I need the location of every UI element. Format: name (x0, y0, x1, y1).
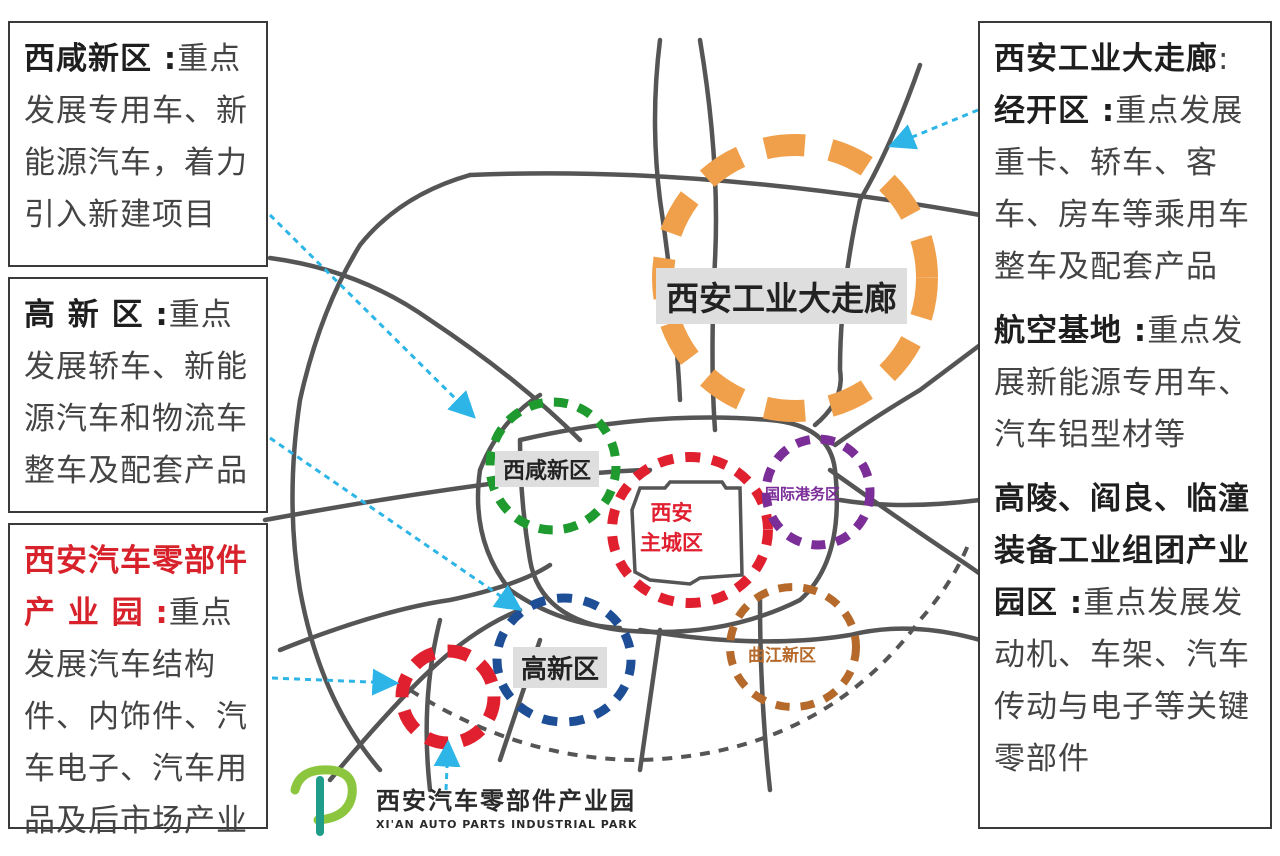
panel-parts-park: 西安汽车零部件产 业 园 :重点发展汽车结构件、内饰件、汽车电子、汽车用品及后市… (8, 523, 268, 839)
main-city-circle (607, 452, 773, 608)
gaoxin-circle (492, 593, 636, 727)
panel-corridor-title: 西安工业大走廊 (994, 41, 1218, 77)
panel-xixian-title: 西咸新区 : (24, 41, 178, 77)
logo-cn-text: 西安汽车零部件产业园 (376, 787, 636, 815)
qujiang-circle (726, 583, 860, 711)
panel-gaoling-title: 高陵、阎良、临潼装备工业组团产业园区 : (994, 481, 1250, 621)
arrow-to-corridor (888, 108, 979, 150)
panel-gaoxin-body: 重点发展轿车、新能源汽车和物流车整车及配套产品 (24, 297, 248, 489)
logo-icon (290, 765, 357, 836)
panel-aviation-title: 航空基地 : (994, 313, 1148, 349)
map-label-corridor: 西安工业大走廊 (656, 268, 907, 324)
map-label-main-city-line2: 主城区 (640, 531, 703, 555)
callout-arrows (268, 108, 979, 791)
arrow-to-parts-park (271, 668, 400, 696)
panel-parts-park-body: 重点发展汽车结构件、内饰件、汽车电子、汽车用品及后市场产业 (24, 595, 248, 839)
arrow-to-xixian (268, 213, 476, 419)
map-label-port: 国际港务区 (765, 485, 841, 503)
panel-jingkai-body: 重点发展重卡、轿车、客车、房车等乘用车整车及配套产品 (994, 93, 1250, 285)
xixian-circle (485, 397, 621, 535)
main-city-wall (630, 480, 744, 586)
southern-dashed-route (408, 539, 972, 763)
panel-gaoxin-title: 高 新 区 : (24, 297, 169, 333)
map-label-main-city: 西安 主城区 (640, 498, 703, 558)
map-label-qujiang: 曲江新区 (748, 646, 816, 666)
map-label-gaoxin: 高新区 (513, 647, 608, 688)
logo: 西安汽车零部件产业园 XI'AN AUTO PARTS INDUSTRIAL P… (376, 781, 637, 831)
panel-aviation-body: 重点发展新能源专用车、汽车铝型材等 (994, 313, 1250, 453)
panel-gaoxin: 高 新 区 :重点发展轿车、新能源汽车和物流车整车及配套产品 (8, 277, 268, 513)
panel-right: 西安工业大走廊: 经开区 :重点发展重卡、轿车、客车、房车等乘用车整车及配套产品… (978, 21, 1272, 829)
panel-gaoling-body: 重点发展发动机、车架、汽车传动与电子等关键零部件 (994, 585, 1250, 777)
port-circle (761, 434, 875, 550)
panel-jingkai-title: 经开区 : (994, 93, 1116, 129)
panel-corridor-colon: : (1218, 41, 1230, 77)
road-network (262, 37, 1003, 793)
panel-parts-park-title: 西安汽车零部件产 业 园 : (24, 543, 248, 631)
map-label-main-city-line1: 西安 (650, 501, 693, 525)
panel-xixian-body: 重点发展专用车、新能源汽车，着力引入新建项目 (24, 41, 248, 233)
parts-park-circle (395, 644, 501, 750)
logo-en-text: XI'AN AUTO PARTS INDUSTRIAL PARK (376, 818, 638, 831)
map-label-xixian: 西咸新区 (495, 451, 600, 487)
panel-xixian: 西咸新区 :重点发展专用车、新能源汽车，着力引入新建项目 (8, 21, 268, 267)
arrow-from-logo (433, 739, 461, 791)
